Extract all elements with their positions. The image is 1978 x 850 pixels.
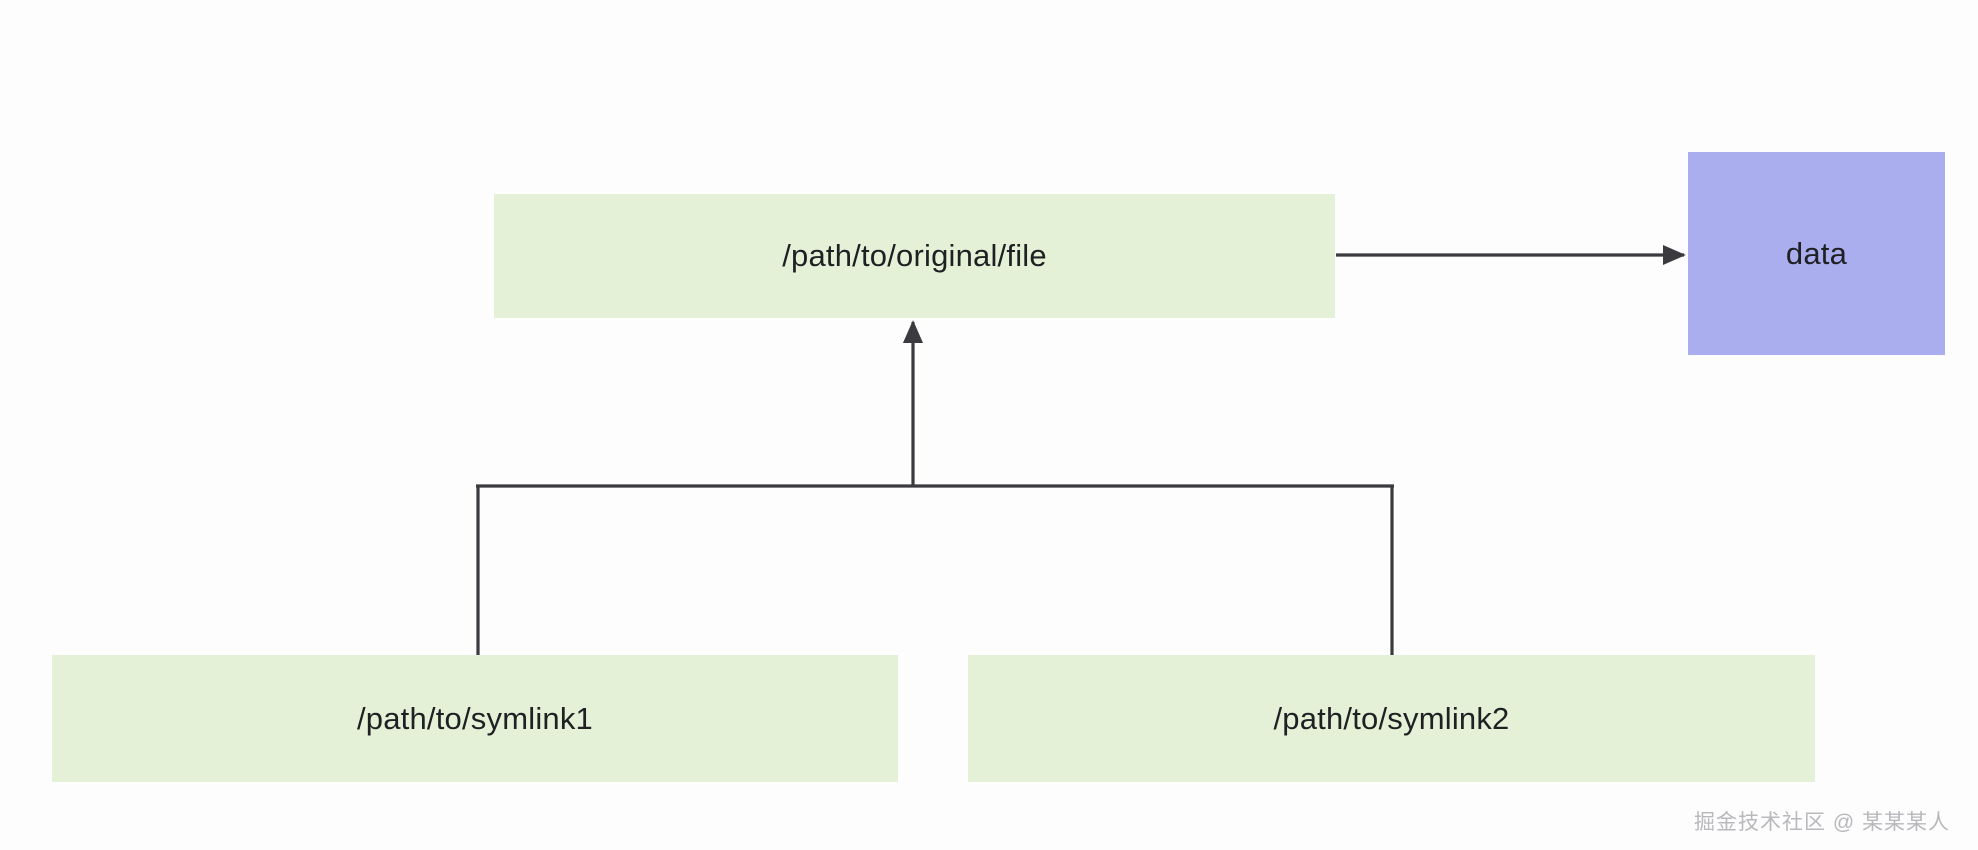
node-symlink1[interactable]: /path/to/symlink1 [52,655,898,782]
node-original-file[interactable]: /path/to/original/file [494,194,1335,318]
watermark: 掘金技术社区 @ 某某某人 [1694,811,1950,834]
node-symlink2-label: /path/to/symlink2 [1273,700,1510,736]
node-symlink1-label: /path/to/symlink1 [356,700,593,736]
node-data-label: data [1785,235,1848,271]
node-data[interactable]: data [1688,152,1945,355]
node-original-file-label: /path/to/original/file [782,238,1047,274]
node-symlink2[interactable]: /path/to/symlink2 [968,655,1815,782]
edge-symlinks-to-original [476,320,1394,656]
